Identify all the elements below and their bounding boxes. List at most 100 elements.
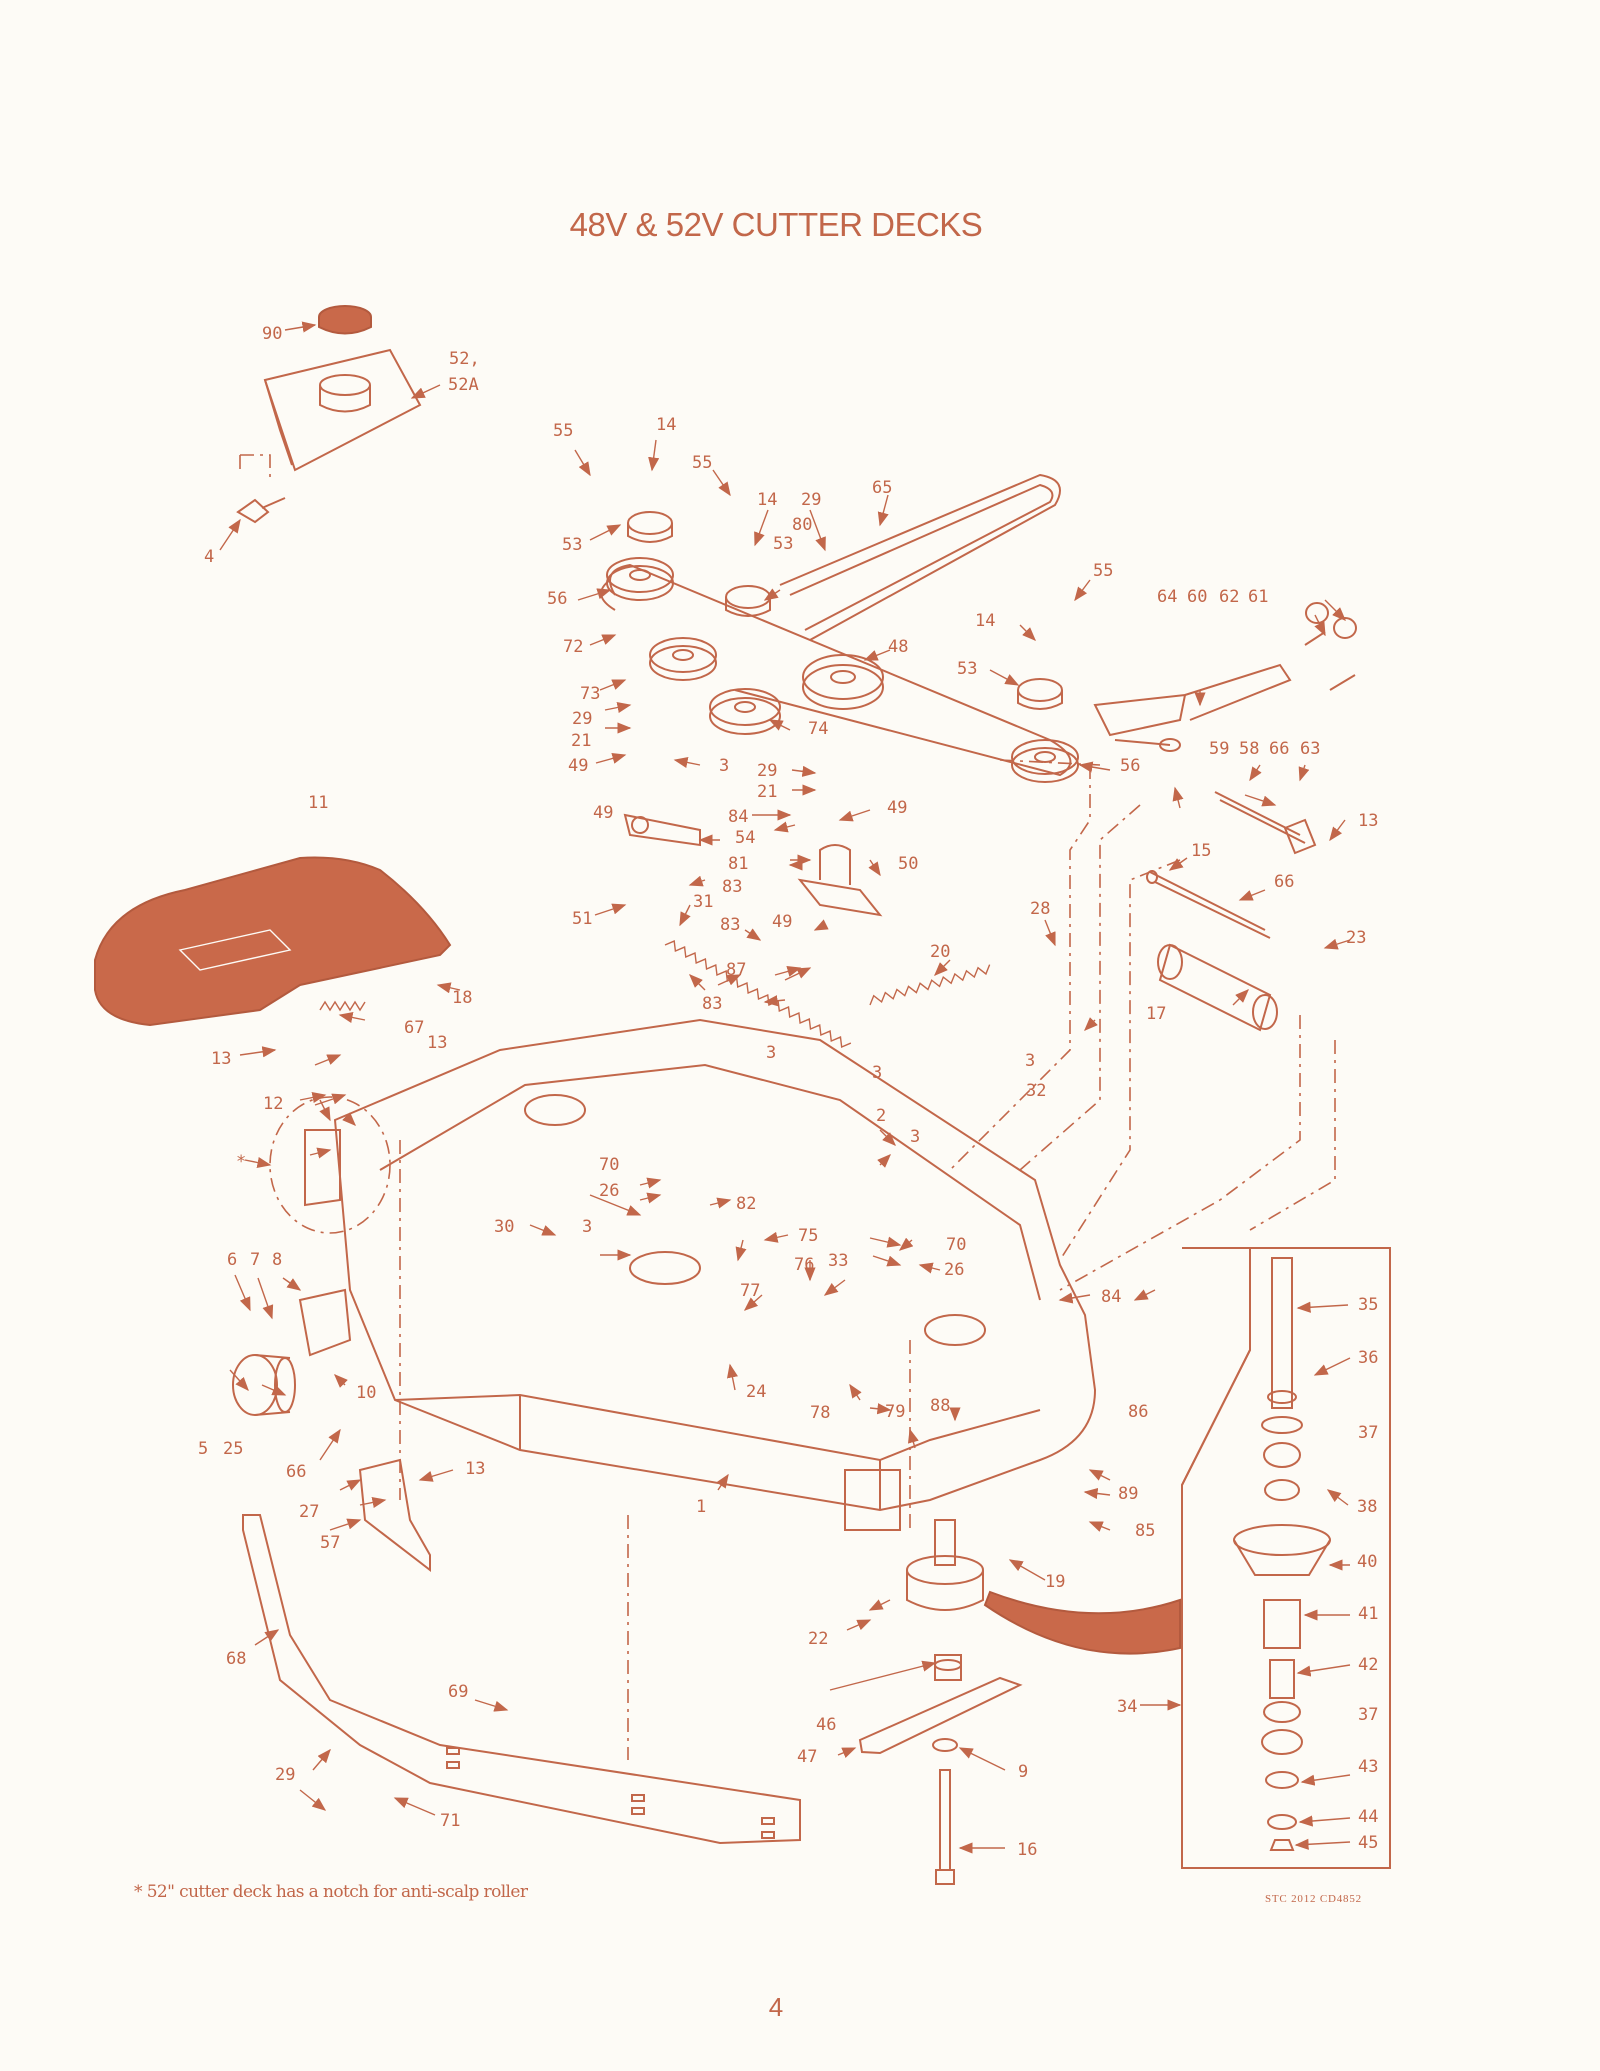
callout-13: 13: [211, 1049, 231, 1069]
callout-66: 66: [1269, 739, 1289, 759]
callout-78: 78: [810, 1403, 830, 1423]
callout-5: 5: [198, 1439, 208, 1459]
callout-59: 59: [1209, 739, 1229, 759]
callout-10: 10: [356, 1383, 376, 1403]
callout-53: 53: [773, 534, 793, 554]
callout-55: 55: [553, 421, 573, 441]
roller-shaft-15: [1146, 870, 1271, 939]
callout-86: 86: [1128, 1402, 1148, 1422]
anti-scalp-bar-68: [242, 1514, 801, 1845]
callout-64: 64: [1157, 587, 1177, 607]
callout-41: 41: [1358, 1604, 1378, 1624]
callout-36: 36: [1358, 1348, 1378, 1368]
callout-52A: 52A: [448, 375, 479, 395]
callout-3: 3: [766, 1043, 776, 1063]
callout-3: 3: [719, 756, 729, 776]
spring-31: [664, 940, 852, 1049]
callout-87: 87: [726, 960, 746, 980]
callout-16: 16: [1017, 1840, 1037, 1860]
callout-13: 13: [465, 1459, 485, 1479]
callout-14: 14: [656, 415, 676, 435]
callout-58: 58: [1239, 739, 1259, 759]
spindle-pointer-swoosh: [983, 1590, 1181, 1655]
callout-1: 1: [696, 1497, 706, 1517]
callout-26: 26: [599, 1181, 619, 1201]
callout-55: 55: [1093, 561, 1113, 581]
callout-labels: 90 52, 52A 4 55 14 55 14 29 65 53 53 80 …: [198, 324, 1378, 1860]
belt-65: [779, 473, 1061, 641]
spindle-assembly-34: [906, 1519, 984, 1681]
knob-part-4: [236, 497, 286, 524]
callout-13: 13: [427, 1033, 447, 1053]
callout-55: 55: [692, 453, 712, 473]
callout-76: 76: [794, 1255, 814, 1275]
callout-50: 50: [898, 854, 918, 874]
callout-74: 74: [808, 719, 828, 739]
callout-3: 3: [910, 1127, 920, 1147]
anti-scalp-notch-circle: [269, 1096, 391, 1234]
alignment-lines: [399, 759, 1336, 1760]
callout-14: 14: [975, 611, 995, 631]
callout-63: 63: [1300, 739, 1320, 759]
callout-19: 19: [1045, 1572, 1065, 1592]
callout-66: 66: [1274, 872, 1294, 892]
callout-56: 56: [1120, 756, 1140, 776]
callout-42: 42: [1358, 1655, 1378, 1675]
callout-47: 47: [797, 1747, 817, 1767]
callout-29: 29: [572, 709, 592, 729]
callout-88: 88: [930, 1396, 950, 1416]
pulley-74: [709, 688, 781, 735]
callout-85: 85: [1135, 1521, 1155, 1541]
leader-lines: [219, 321, 1351, 1854]
callout-26: 26: [944, 1260, 964, 1280]
callout-53: 53: [562, 535, 582, 555]
callout-4: 4: [204, 547, 214, 567]
callout-9: 9: [1018, 1762, 1028, 1782]
callout-83: 83: [702, 994, 722, 1014]
callout-30: 30: [494, 1217, 514, 1237]
callout-7: 7: [250, 1250, 260, 1270]
callout-22: 22: [808, 1629, 828, 1649]
callout-20: 20: [930, 942, 950, 962]
callout-29: 29: [275, 1765, 295, 1785]
blade-47: [858, 1676, 1023, 1755]
callout-37: 37: [1358, 1423, 1378, 1443]
callout-60: 60: [1187, 587, 1207, 607]
callout-32: 32: [1026, 1081, 1046, 1101]
roller-pin-58: [1214, 791, 1317, 855]
spindle-exploded-inset: [1181, 1247, 1391, 1869]
callout-37: 37: [1358, 1705, 1378, 1725]
callout-25: 25: [223, 1439, 243, 1459]
callout-18: 18: [452, 988, 472, 1008]
idler-53-left: [627, 511, 673, 543]
callout-11: 11: [308, 793, 328, 813]
callout-8: 8: [272, 1250, 282, 1270]
bolt-61-group: [1304, 602, 1357, 691]
callout-52: 52,: [449, 349, 480, 369]
pulley-73: [649, 637, 717, 681]
callout-13: 13: [1358, 811, 1378, 831]
callout-29: 29: [801, 490, 821, 510]
callout-70: 70: [599, 1155, 619, 1175]
callout-61: 61: [1248, 587, 1268, 607]
callout-49: 49: [568, 756, 588, 776]
pulley-56-left: [606, 557, 674, 601]
callout-17: 17: [1146, 1004, 1166, 1024]
callout-82: 82: [736, 1194, 756, 1214]
callout-81: 81: [728, 854, 748, 874]
page-title: 48V & 52V CUTTER DECKS: [569, 206, 983, 243]
deflector-plate: [239, 348, 422, 480]
callout-43: 43: [1358, 1757, 1378, 1777]
callout-72: 72: [563, 637, 583, 657]
callout-6: 6: [227, 1250, 237, 1270]
plate-57: [358, 1458, 431, 1573]
callout-89: 89: [1118, 1484, 1138, 1504]
callout-66: 66: [286, 1462, 306, 1482]
callout-3: 3: [872, 1063, 882, 1083]
callout-80: 80: [792, 515, 812, 535]
callout-79: 79: [885, 1402, 905, 1422]
callout-51: 51: [572, 909, 592, 929]
callout-83: 83: [720, 915, 740, 935]
callout-69: 69: [448, 1682, 468, 1702]
